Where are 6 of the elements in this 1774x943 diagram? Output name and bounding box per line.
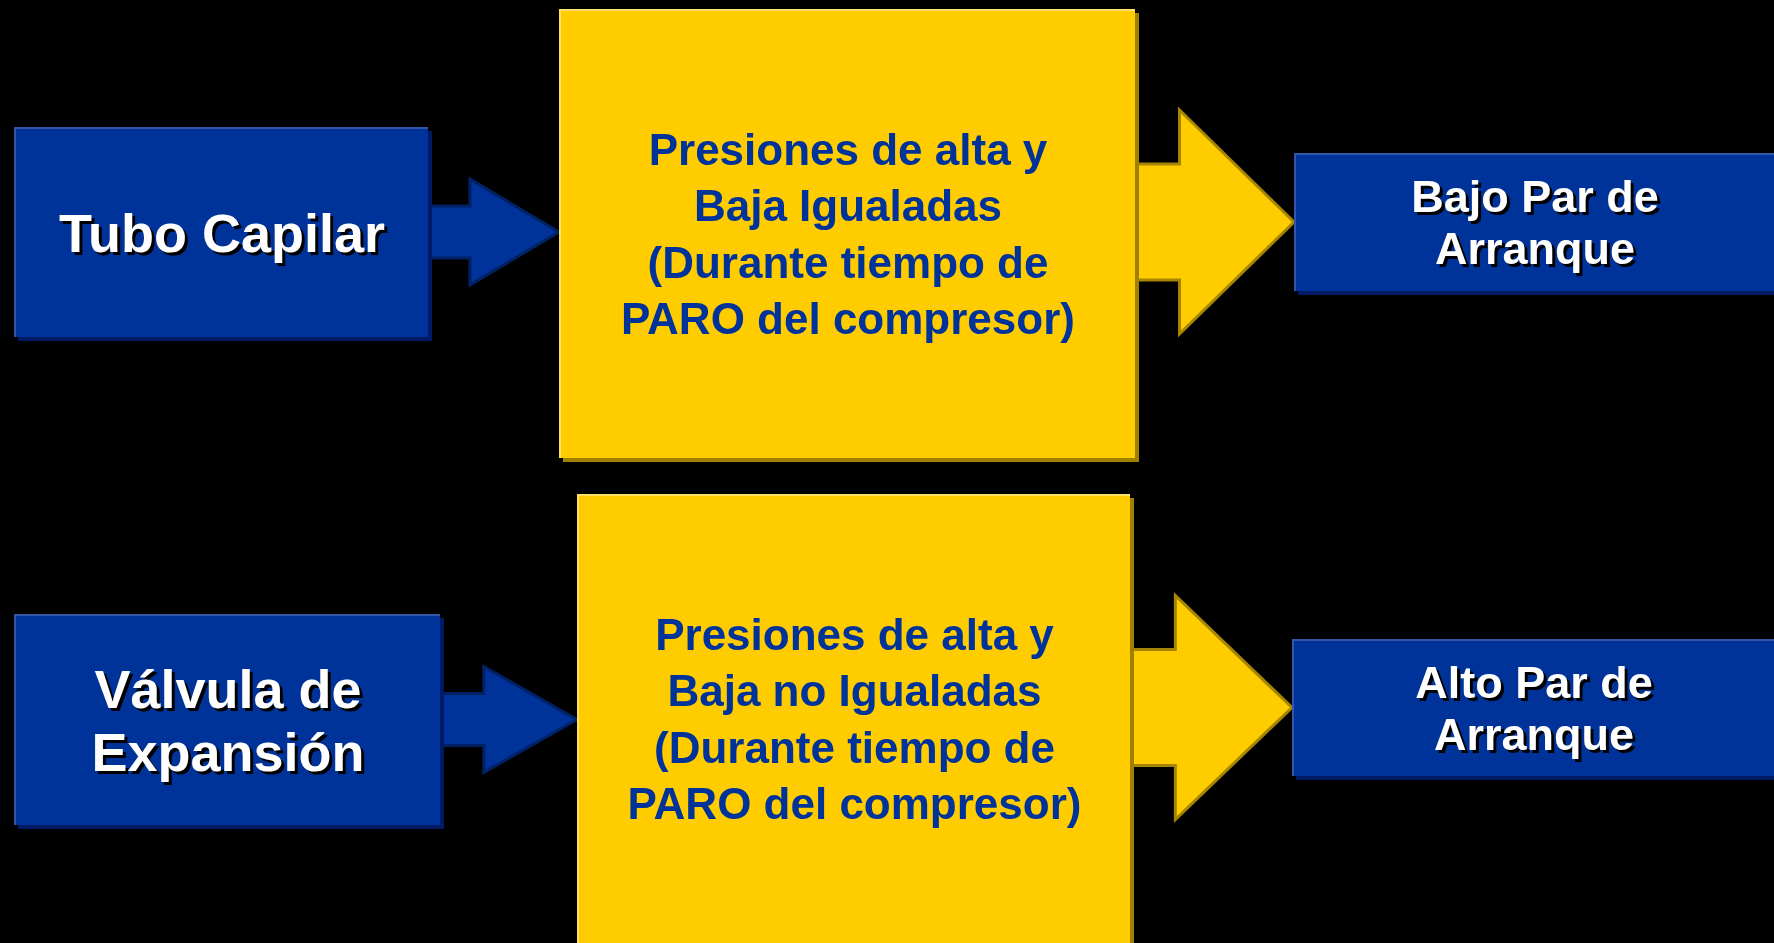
box-label: Válvula de Expansión — [90, 658, 366, 783]
box-label: Presiones de alta y Baja no Igualadas (Durante tiempo de PARO del compresor) — [626, 608, 1083, 830]
box-label: Tubo Capilar — [59, 201, 385, 265]
box-label: Alto Par de Arranque — [1414, 656, 1654, 761]
box-label: Presiones de alta y Baja Igualadas (Durante tiempo de PARO del compresor) — [620, 123, 1076, 345]
box-label: Bajo Par de Arranque — [1410, 171, 1660, 275]
